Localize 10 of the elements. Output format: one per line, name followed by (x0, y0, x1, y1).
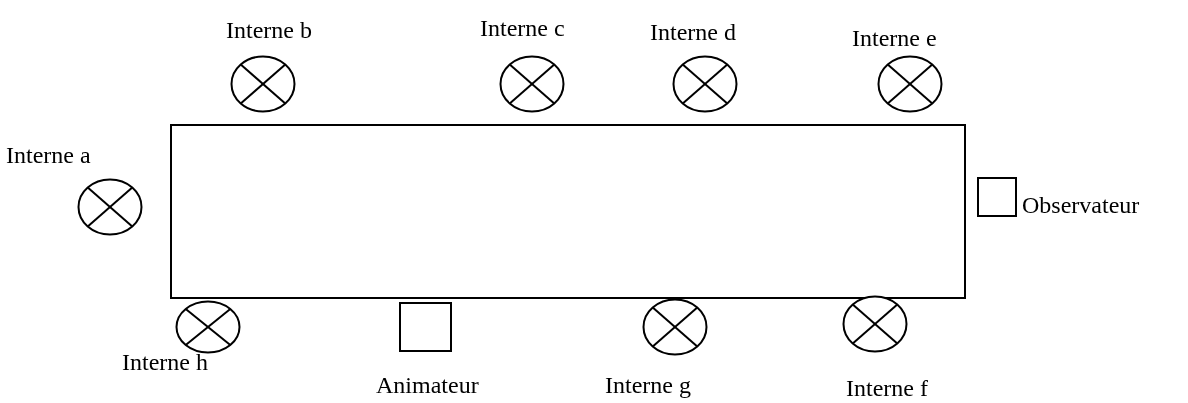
seat-label: Animateur (376, 371, 479, 399)
seat-label: Interne a (6, 141, 91, 169)
seat-label: Interne b (226, 16, 312, 44)
seat-label: Interne c (480, 14, 565, 42)
seat-label: Observateur (1022, 191, 1140, 219)
seat-label: Interne f (846, 374, 928, 402)
seat-label: Interne d (650, 18, 736, 46)
seat-label: Interne e (852, 24, 937, 52)
seat-label: Interne h (122, 348, 208, 376)
seat-label: Interne g (605, 371, 691, 399)
